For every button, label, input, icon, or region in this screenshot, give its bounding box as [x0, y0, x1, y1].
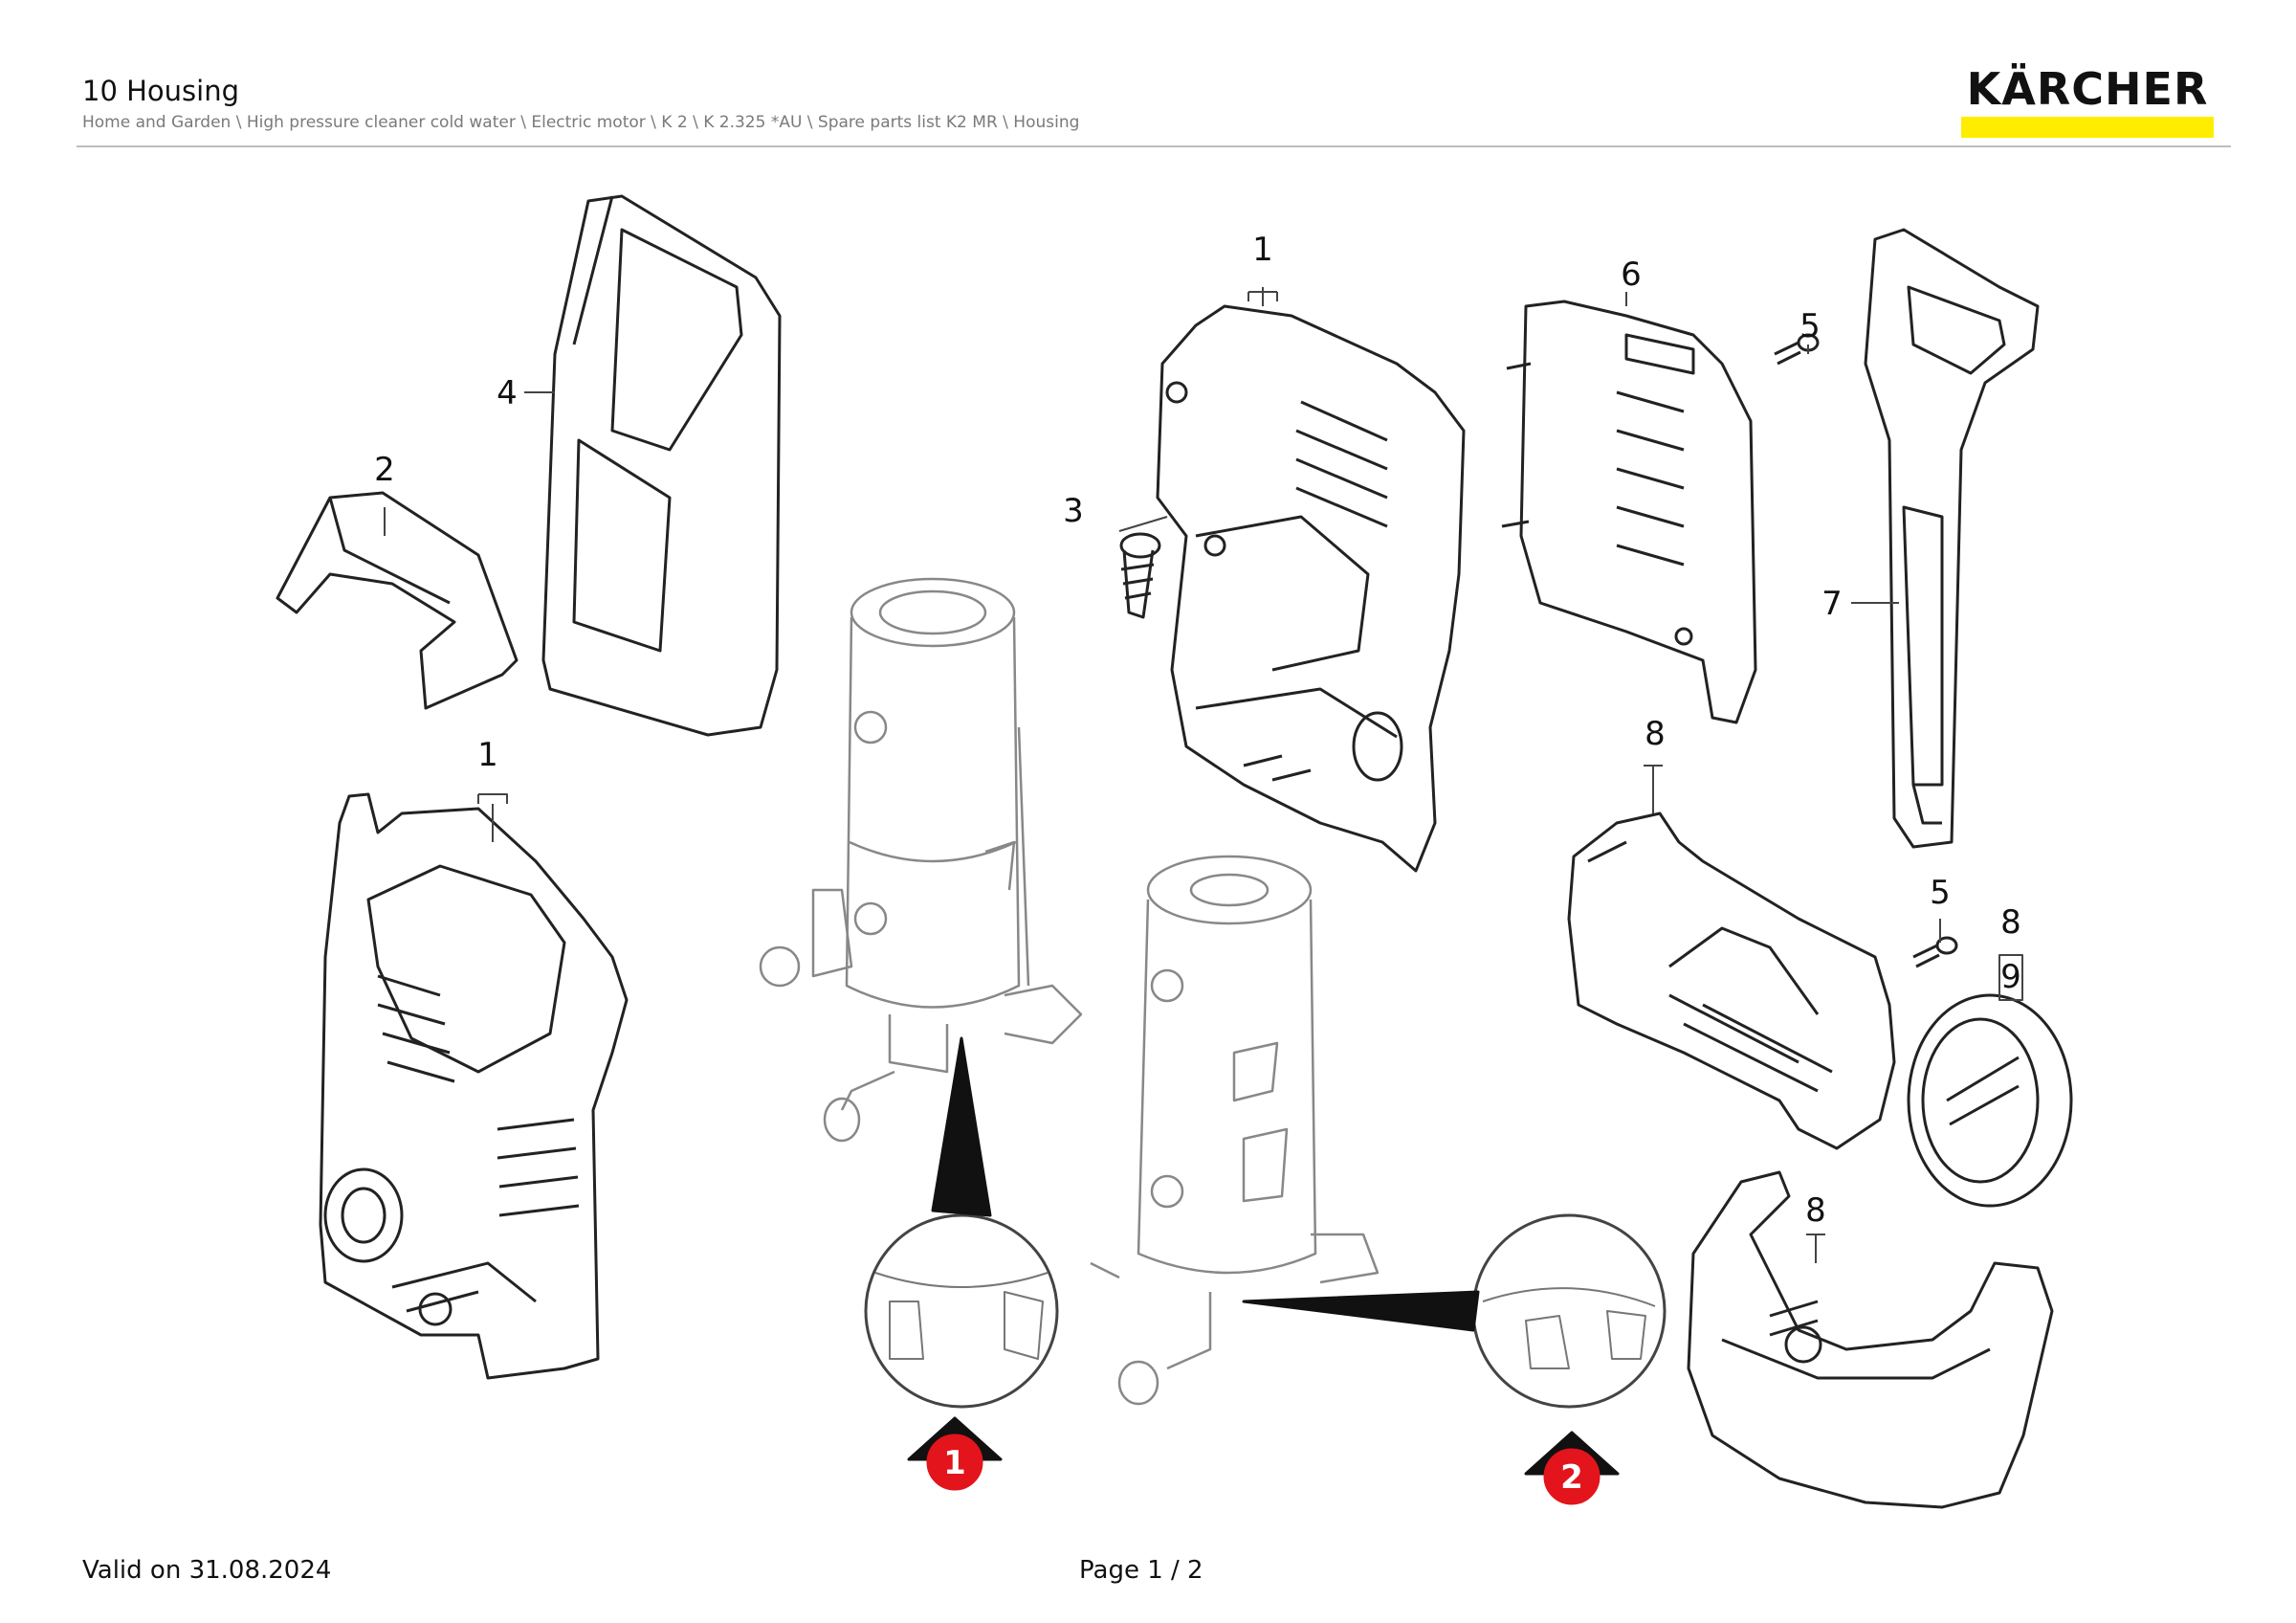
callout-2: 2	[374, 451, 395, 489]
footer-valid-date: Valid on 31.08.2024	[82, 1556, 332, 1585]
part-screw-5b	[1912, 936, 1958, 968]
part-side-panel	[1501, 300, 1757, 724]
callout-5-lower: 5	[1930, 874, 1951, 912]
callout-8-wheel: 8	[2000, 903, 2021, 942]
leader-lines	[384, 287, 2023, 1263]
detail-view-1	[864, 1036, 1059, 1409]
breadcrumb: Home and Garden \ High pressure cleaner …	[82, 113, 1080, 132]
part-handle-bracket	[276, 491, 519, 710]
callout-3: 3	[1063, 492, 1084, 530]
callout-8-base: 8	[1645, 715, 1666, 753]
part-trolley-handle	[1864, 228, 2040, 849]
callout-8-lower: 8	[1805, 1191, 1826, 1230]
karcher-logo: KÄRCHER	[1961, 63, 2214, 140]
part-screw-3	[1119, 532, 1161, 619]
part-front-housing	[319, 792, 629, 1380]
callout-1-rear: 1	[1252, 231, 1273, 269]
marker-2: 2	[1524, 1431, 1620, 1505]
part-cover-shell	[541, 194, 782, 737]
part-base-chassis	[1567, 812, 1896, 1150]
part-wheel	[1907, 993, 2073, 1208]
marker-1: 1	[907, 1416, 1003, 1491]
detail-view-2	[1242, 1213, 1667, 1409]
logo-wordmark: KÄRCHER	[1966, 63, 2209, 115]
callout-6: 6	[1621, 256, 1642, 294]
footer-page-number: Page 1 / 2	[1079, 1556, 1203, 1585]
callout-4: 4	[497, 374, 518, 412]
callout-9: 9	[2000, 958, 2021, 996]
callout-1-front: 1	[477, 736, 498, 774]
callout-5-top: 5	[1799, 307, 1821, 345]
part-rear-housing	[1156, 304, 1466, 873]
logo-yellow-bar	[1961, 117, 2214, 138]
header-divider	[77, 145, 2231, 147]
marker-1-label: 1	[943, 1444, 966, 1482]
part-lower-base	[1687, 1170, 2054, 1509]
page-title: 10 Housing	[82, 75, 240, 107]
part-pump-unit-b	[1090, 855, 1380, 1406]
part-pump-unit-a	[759, 577, 1083, 1143]
callout-7: 7	[1821, 585, 1843, 623]
marker-2-label: 2	[1560, 1458, 1583, 1497]
